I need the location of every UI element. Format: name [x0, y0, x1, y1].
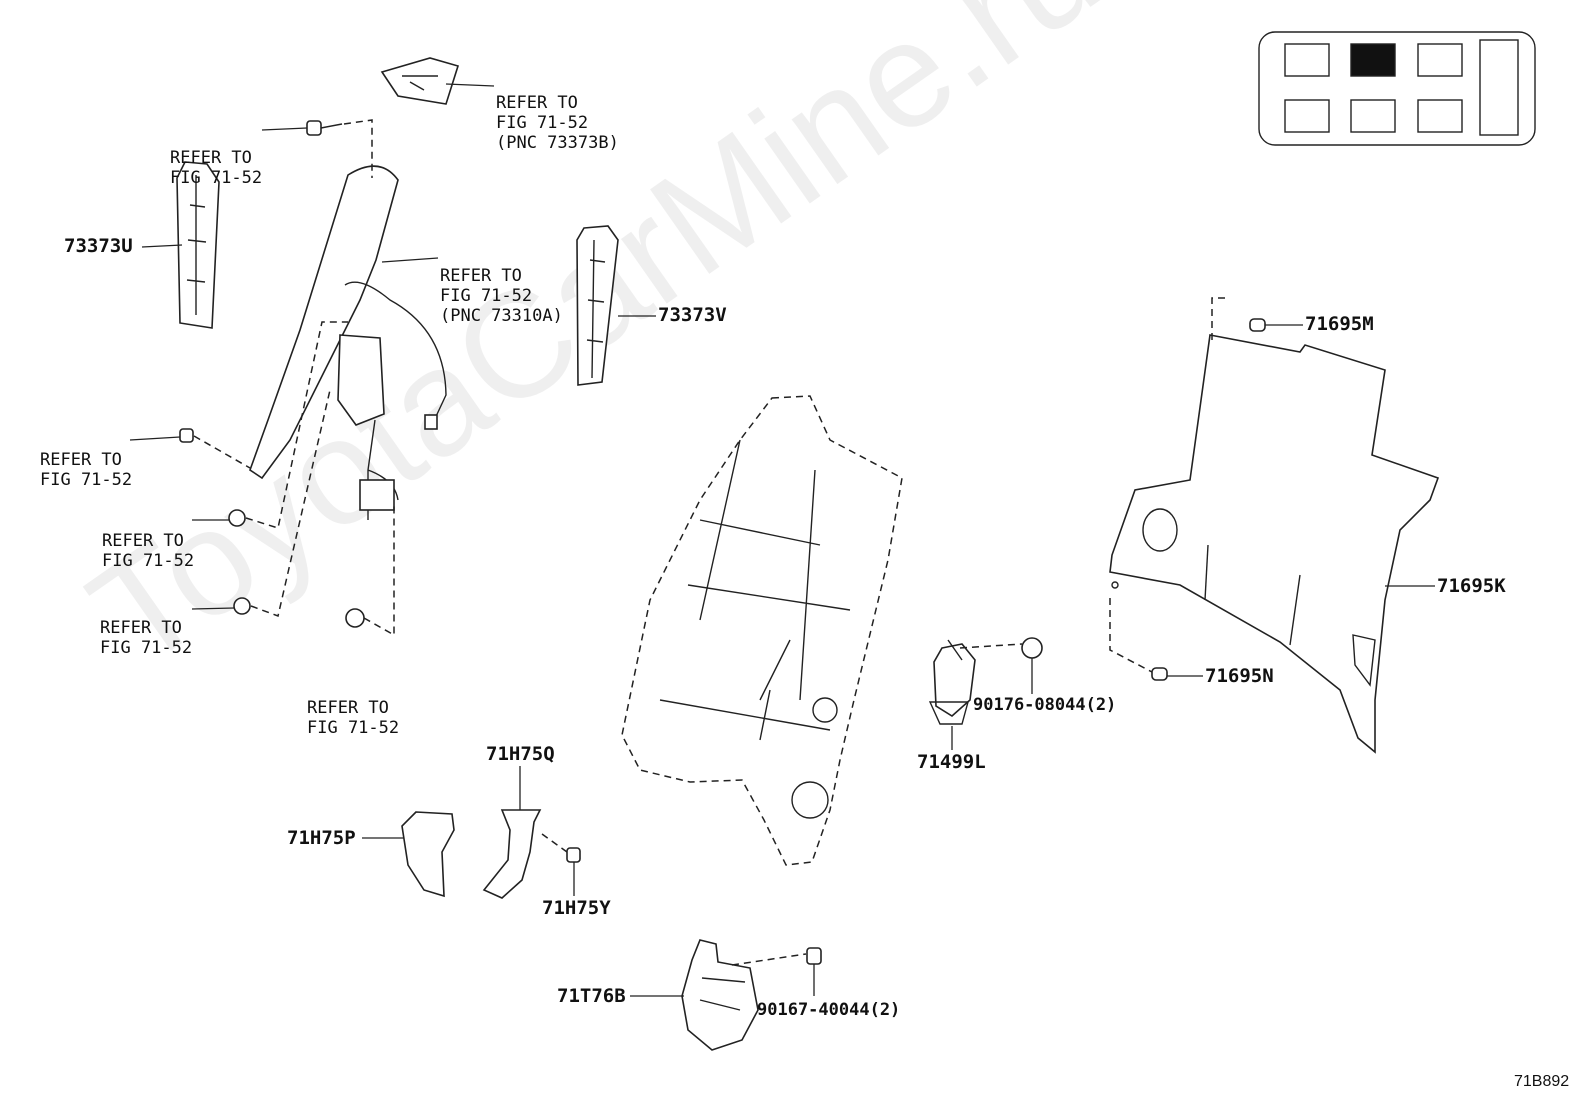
nut-icon — [345, 608, 365, 628]
part-number-71h75p[interactable]: 71H75P — [287, 827, 356, 849]
bolt-icon — [806, 947, 822, 965]
bracket-71499l-part — [928, 639, 976, 725]
part-number-71499l[interactable]: 71499L — [917, 751, 986, 773]
clip-icon — [1151, 667, 1168, 681]
back-panel-71695k-part — [1109, 334, 1440, 754]
cover-cap-part — [380, 57, 460, 105]
part-number-71695m[interactable]: 71695M — [1305, 313, 1374, 335]
nut-icon — [228, 509, 246, 527]
part-number-71695k[interactable]: 71695K — [1437, 575, 1506, 597]
nut-icon — [233, 597, 251, 615]
bolt-icon — [179, 428, 194, 443]
seat-belt-assembly-part — [249, 165, 447, 520]
nut-icon — [1021, 637, 1043, 659]
figure-code: 71B892 — [1514, 1073, 1570, 1090]
part-number-90176-08044[interactable]: 90176-08044(2) — [973, 695, 1117, 715]
part-number-71h75q[interactable]: 71H75Q — [486, 743, 555, 765]
cover-71h75q-part — [482, 809, 542, 899]
seat-position-index-icon — [1258, 31, 1536, 146]
part-number-73373u[interactable]: 73373U — [64, 235, 133, 257]
part-number-71t76b[interactable]: 71T76B — [557, 985, 626, 1007]
seat-frame-part — [621, 395, 903, 866]
cover-73373u-part — [176, 161, 220, 329]
part-number-73373v[interactable]: 73373V — [658, 304, 727, 326]
cover-73373v-part — [576, 225, 619, 386]
shield-71t76b-part — [681, 939, 759, 1051]
part-number-71h75y[interactable]: 71H75Y — [542, 897, 611, 919]
cover-71h75p-part — [401, 811, 455, 898]
part-number-71695n[interactable]: 71695N — [1205, 665, 1274, 687]
part-number-90167-40044[interactable]: 90167-40044(2) — [757, 1000, 901, 1020]
clip-icon — [1249, 318, 1266, 332]
screw-icon — [566, 847, 581, 863]
bolt-icon — [306, 120, 343, 136]
